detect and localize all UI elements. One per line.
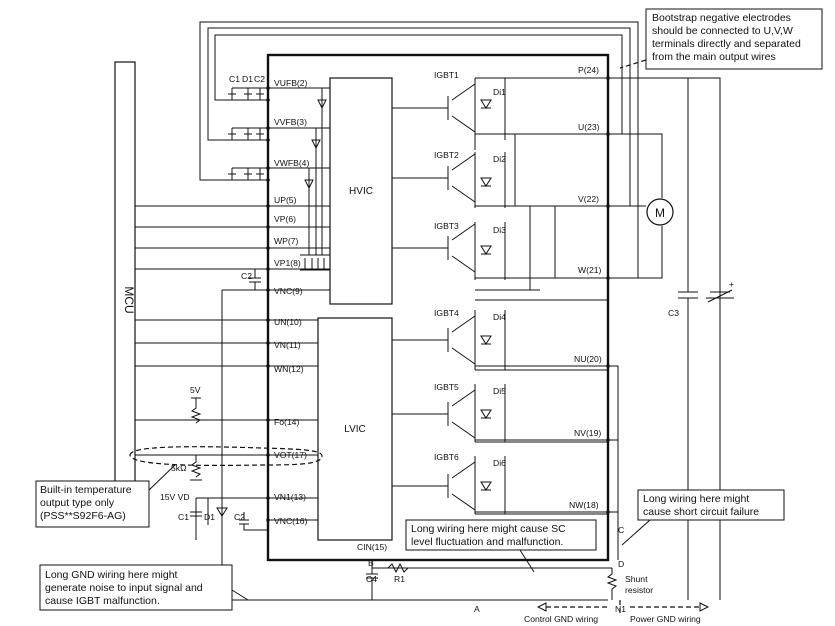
hvic-label: HVIC xyxy=(349,186,373,197)
node-labels: A B C D N1 xyxy=(368,525,626,614)
svg-text:cause IGBT malfunction.: cause IGBT malfunction. xyxy=(45,595,160,607)
callout-gnd-noise: Long GND wiring here might generate nois… xyxy=(39,564,249,611)
svg-text:(PSS**S92F6-AG): (PSS**S92F6-AG) xyxy=(40,510,126,522)
svg-text:Long wiring here might cause S: Long wiring here might cause SC xyxy=(411,523,566,535)
callout-sc-level: Long wiring here might cause SC level fl… xyxy=(405,519,597,573)
svg-text:should be connected to U,V,W: should be connected to U,V,W xyxy=(652,25,793,37)
svg-text:Long wiring here might: Long wiring here might xyxy=(643,493,749,505)
lvic-label: LVIC xyxy=(344,424,366,435)
di1-label: Di1 xyxy=(493,87,506,97)
pin-vn1: VN1(13) xyxy=(274,492,306,502)
svg-text:output type only: output type only xyxy=(40,497,115,509)
pin-vnc16: VNC(16) xyxy=(274,516,308,526)
di3-label: Di3 xyxy=(493,225,506,235)
callout-bootstrap: Bootstrap negative electrodes should be … xyxy=(619,8,823,70)
svg-text:Long GND wiring here might: Long GND wiring here might xyxy=(45,569,178,581)
node-d: D xyxy=(618,559,624,569)
svg-text:level fluctuation and malfunct: level fluctuation and malfunction. xyxy=(411,536,563,548)
callout-temperature: Built-in temperature output type only (P… xyxy=(35,464,176,528)
mcu-label: MCU xyxy=(122,286,136,313)
pin-fo: Fo(14) xyxy=(274,417,299,427)
igbt2-label: IGBT2 xyxy=(434,150,459,160)
c2b-label: C2 xyxy=(241,271,252,281)
d1-label: D1 xyxy=(242,74,253,84)
igbt3-label: IGBT3 xyxy=(434,221,459,231)
c2-label: C2 xyxy=(254,74,265,84)
pin-cin: CIN(15) xyxy=(357,542,387,552)
pin-u: U(23) xyxy=(578,122,600,132)
svg-text:generate noise to input signal: generate noise to input signal and xyxy=(45,582,203,594)
c3-label: C3 xyxy=(668,308,679,318)
igbt5-label: IGBT5 xyxy=(434,382,459,392)
left-pin-labels: VUFB(2) VVFB(3) VWFB(4) UP(5) VP(6) WP(7… xyxy=(274,78,387,552)
power-gnd-label: Power GND wiring xyxy=(630,614,701,624)
pin-p: P(24) xyxy=(578,65,599,75)
hvic-block xyxy=(329,77,393,305)
c1-label: C1 xyxy=(229,74,240,84)
fo-pullup: 5V xyxy=(190,385,202,424)
r5k-label: 5kΩ xyxy=(171,463,187,473)
pin-dots xyxy=(266,76,610,522)
callout-short-circuit: Long wiring here might cause short circu… xyxy=(621,489,785,546)
svg-text:Bootstrap negative electrodes: Bootstrap negative electrodes xyxy=(652,12,791,24)
svg-text:Built-in temperature: Built-in temperature xyxy=(40,484,132,496)
svg-text:+: + xyxy=(729,279,734,289)
vd-supply: 15V VD C1 D1 C2 xyxy=(160,492,268,540)
di5-label: Di5 xyxy=(493,386,506,396)
c4-label: C4 xyxy=(366,574,377,584)
di4-label: Di4 xyxy=(493,312,506,322)
igbt-labels: IGBT1 IGBT2 IGBT3 IGBT4 IGBT5 IGBT6 Di1 … xyxy=(434,70,506,468)
pin-nw: NW(18) xyxy=(569,500,599,510)
node-n1: N1 xyxy=(615,604,626,614)
right-pin-labels: P(24) U(23) V(22) W(21) NU(20) NV(19) NW… xyxy=(569,65,602,510)
shunt-label-1: Shunt xyxy=(625,574,648,584)
svg-text:from the main output wires: from the main output wires xyxy=(652,51,776,63)
node-a: A xyxy=(474,604,480,614)
r1-label: R1 xyxy=(394,574,405,584)
shunt-section: Shunt resistor C4 R1 xyxy=(366,365,653,600)
vot-pulldown: 5kΩ xyxy=(129,446,323,481)
pin-nu: NU(20) xyxy=(574,354,602,364)
pin-vwfb: VWFB(4) xyxy=(274,158,309,168)
di2-label: Di2 xyxy=(493,154,506,164)
shunt-label-2: resistor xyxy=(625,585,653,595)
pin-un: UN(10) xyxy=(274,317,302,327)
pin-wn: WN(12) xyxy=(274,364,304,374)
pin-v: V(22) xyxy=(578,194,599,204)
v5-label: 5V xyxy=(190,385,201,395)
node-b: B xyxy=(368,558,374,568)
node-c: C xyxy=(618,525,624,535)
igbt6-label: IGBT6 xyxy=(434,452,459,462)
mcu-signal-lines xyxy=(135,87,330,521)
svg-text:cause short circuit failure: cause short circuit failure xyxy=(643,506,759,518)
control-gnd-label: Control GND wiring xyxy=(524,614,598,624)
pin-w: W(21) xyxy=(578,265,602,275)
output-wiring: + C3 xyxy=(608,77,734,600)
svg-text:terminals directly and separat: terminals directly and separated xyxy=(652,38,801,50)
ipm-module-outline xyxy=(266,53,610,562)
igbt-bridge xyxy=(392,77,608,515)
pin-vp: VP(6) xyxy=(274,214,296,224)
gnd-wiring-arrows: Control GND wiring Power GND wiring xyxy=(524,600,710,624)
pin-vnc9: VNC(9) xyxy=(274,286,303,296)
pin-vn: VN(11) xyxy=(274,340,301,350)
pin-vvfb: VVFB(3) xyxy=(274,117,307,127)
pin-vp1: VP1(8) xyxy=(274,258,301,268)
lvic-block xyxy=(317,317,393,541)
motor-symbol xyxy=(646,198,674,226)
d1b-label: D1 xyxy=(204,512,215,522)
igbt4-label: IGBT4 xyxy=(434,308,459,318)
v15-label: 15V VD xyxy=(160,492,190,502)
bootstrap-circuit: C1 D1 C2 xyxy=(199,21,639,279)
c1b-label: C1 xyxy=(178,512,189,522)
pin-up: UP(5) xyxy=(274,195,297,205)
pin-vufb: VUFB(2) xyxy=(274,78,308,88)
di6-label: Di6 xyxy=(493,458,506,468)
pin-nv: NV(19) xyxy=(574,428,601,438)
c2c-label: C2 xyxy=(234,512,245,522)
igbt1-label: IGBT1 xyxy=(434,70,459,80)
pin-wp: WP(7) xyxy=(274,236,298,246)
motor-label: M xyxy=(655,206,665,220)
